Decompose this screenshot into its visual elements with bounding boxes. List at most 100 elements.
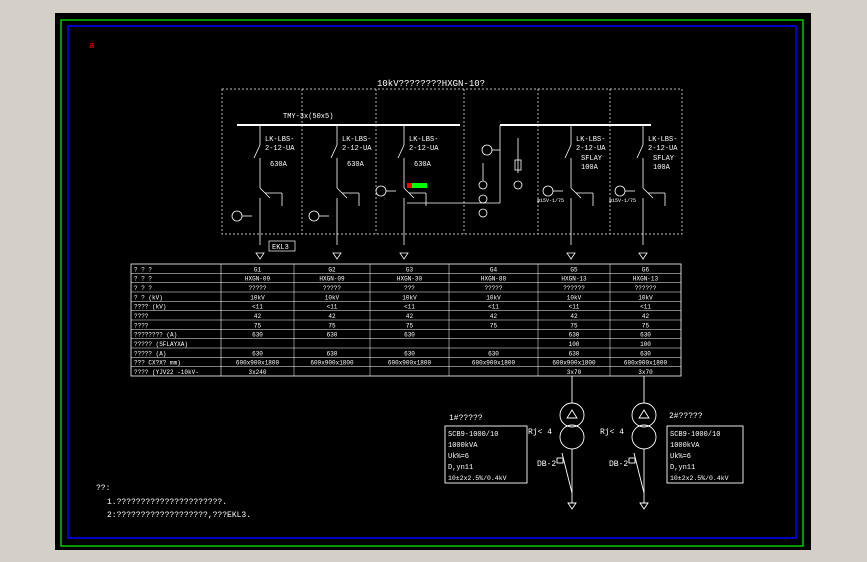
feeder-label-line3: 630A xyxy=(270,161,288,169)
notes-line-1: 1.??????????????????????. xyxy=(107,498,227,507)
transformer-capacity: 1000kVA xyxy=(448,442,478,450)
table-cell: 600x900x1800 xyxy=(236,360,280,367)
feeder-group: LK-LBS-2-12-UA630ALK-LBS-2-12-UA630ALK-L… xyxy=(231,125,678,260)
table-cell: HXGN-13 xyxy=(633,276,659,283)
table-cell: <11 xyxy=(488,304,499,311)
feeder-label-line1: LK-LBS- xyxy=(409,136,438,144)
row-label: ??? CX?X? mm) xyxy=(134,360,181,367)
feeder-label-line3: SFLAY xyxy=(653,155,675,163)
feeder-ct-label: φ15V-1/75 xyxy=(609,198,636,204)
feeder-label-line1: LK-LBS- xyxy=(342,136,371,144)
feeder-ct-label: φ15V-1/75 xyxy=(537,198,564,204)
feeder-6 xyxy=(614,125,666,260)
feeder-label-line4: 100A xyxy=(653,164,671,172)
table-cell: 630 xyxy=(569,350,580,357)
notes-heading: ??: xyxy=(96,484,110,493)
table-cell: 600x900x1800 xyxy=(388,360,432,367)
column-id: G1 xyxy=(254,266,262,273)
feeder-label-line3: 630A xyxy=(414,161,432,169)
table-cell: <11 xyxy=(569,304,580,311)
diagram-title: 10kV????????HXGN-10? xyxy=(377,79,485,89)
table-cell: 630 xyxy=(327,332,338,339)
table-cell: <11 xyxy=(327,304,338,311)
table-cell: 42 xyxy=(570,313,578,320)
table-cell: 10kV xyxy=(325,294,340,301)
transformer-title: 1#????? xyxy=(449,414,483,423)
transformer-section: 1#?????SCB9-1000/101000kVAUk%=6D,yn1110±… xyxy=(444,376,744,510)
table-cell: 42 xyxy=(642,313,650,320)
table-cell: ????? xyxy=(323,285,341,292)
table-cell: HXGN-09 xyxy=(245,276,271,283)
table-cell: ?????? xyxy=(635,285,657,292)
row-label: ???? (YJV22 -10kV- xyxy=(134,369,199,376)
electrical-diagram: a 10kV????????HXGN-10? TMY-3x(50x5) LK-L… xyxy=(60,19,804,547)
feeder-label-line2: 2-12-UA xyxy=(648,145,678,153)
feeder-label-line2: 2-12-UA xyxy=(576,145,606,153)
table-cell: 10kV xyxy=(486,294,501,301)
table-cell: 630 xyxy=(327,350,338,357)
db-label: DB-2 xyxy=(537,460,556,469)
table-cell: 10kV xyxy=(250,294,265,301)
table-cell: HXGN-30 xyxy=(397,276,423,283)
table-cell: ????? xyxy=(248,285,266,292)
table-cell: 100 xyxy=(640,341,651,348)
table-cell: 630 xyxy=(488,350,499,357)
feeder-label-line2: 2-12-UA xyxy=(409,145,439,153)
feeder-label-line2: 2-12-UA xyxy=(342,145,372,153)
feeder-label-line4: 100A xyxy=(581,164,599,172)
table-cell: <11 xyxy=(404,304,415,311)
ekl-tag: EKL3 xyxy=(272,244,289,252)
panel-enclosure xyxy=(221,88,683,235)
row-label: ???????? (A) xyxy=(134,332,177,339)
row-label: ? ? (kV) xyxy=(134,294,163,301)
table-cell: 3x240 xyxy=(248,369,266,376)
feeder-3-labels: LK-LBS-2-12-UA 630A xyxy=(409,136,439,169)
row-label: ???? (kV) xyxy=(134,304,166,311)
table-cell: 3x70 xyxy=(638,369,653,376)
transformer-1-labels: 1#?????SCB9-1000/101000kVAUk%=6D,yn1110±… xyxy=(448,414,556,482)
table-cell: 3x70 xyxy=(567,369,582,376)
table-cell: 10kV xyxy=(402,294,417,301)
table-cell: 600x900x1800 xyxy=(472,360,516,367)
table-cell: 75 xyxy=(642,322,650,329)
grounding-resistance: Rj< 4 xyxy=(600,428,624,437)
column-id: G6 xyxy=(642,266,650,273)
cad-drawing-canvas[interactable]: a 10kV????????HXGN-10? TMY-3x(50x5) LK-L… xyxy=(55,13,811,550)
table-cell: 75 xyxy=(490,322,498,329)
table-cell: 42 xyxy=(328,313,336,320)
table-cell: 10kV xyxy=(567,294,582,301)
column-id: G5 xyxy=(570,266,578,273)
table-cell: 630 xyxy=(404,332,415,339)
transformer-ratio: 10±2x2.5%/0.4kV xyxy=(670,475,729,482)
feeder-label-line3: SFLAY xyxy=(581,155,603,163)
feeder-5 xyxy=(542,125,594,260)
table-cell: 75 xyxy=(406,322,414,329)
table-cell: HXGN-09 xyxy=(319,276,345,283)
row-label: ? ? ? xyxy=(134,285,152,292)
red-marker: a xyxy=(89,41,95,51)
transformer-vector: D,yn11 xyxy=(448,464,473,472)
busbar-label: TMY-3x(50x5) xyxy=(283,113,333,121)
table-cell: 75 xyxy=(570,322,578,329)
table-cell: <11 xyxy=(640,304,651,311)
notes-line-2: 2:???????????????????,???EKL3. xyxy=(107,511,251,520)
grounding-resistance: Rj< 4 xyxy=(528,428,552,437)
ekl-tag-box xyxy=(268,240,296,252)
feeder-label-line1: LK-LBS- xyxy=(648,136,677,144)
feeder-1 xyxy=(231,125,283,260)
transformer-2 xyxy=(628,376,744,510)
row-label: ? ? ? xyxy=(134,266,152,273)
row-label: ????? (A) xyxy=(134,350,166,357)
metering-cubicle xyxy=(407,125,523,218)
table-cell: 630 xyxy=(252,350,263,357)
table-cell: 630 xyxy=(569,332,580,339)
transformer-1 xyxy=(444,376,585,510)
inner-frame-blue xyxy=(67,25,797,539)
row-label: ???? xyxy=(134,313,149,320)
column-id: G2 xyxy=(328,266,336,273)
transformer-2-labels: 2#?????SCB9-1000/101000kVAUk%=6D,yn1110±… xyxy=(600,412,729,482)
row-label: ????? (SFLAYXA) xyxy=(134,341,188,348)
transformer-vector: D,yn11 xyxy=(670,464,695,472)
